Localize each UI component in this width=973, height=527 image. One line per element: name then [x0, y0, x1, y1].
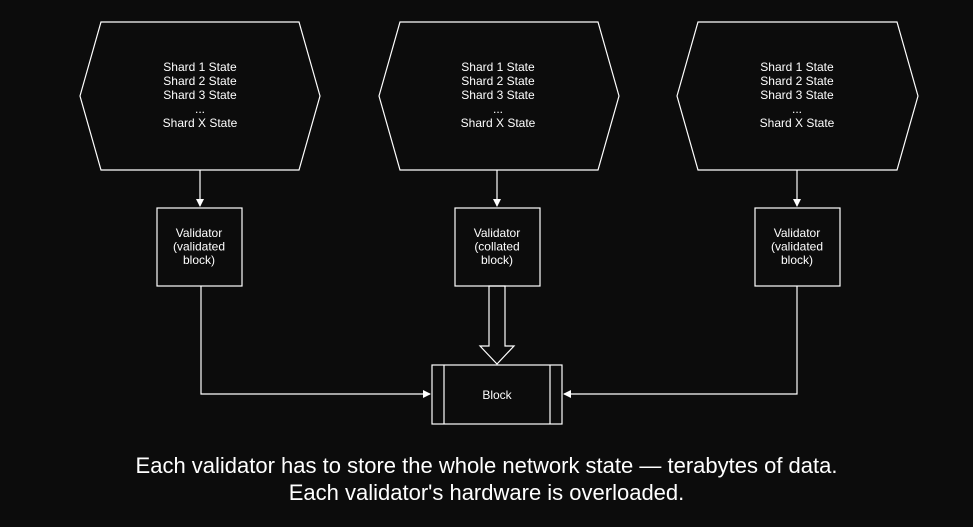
- validator-label-line-2: (collated: [474, 240, 519, 254]
- shard-state-label-line-2: Shard 2 State: [163, 74, 237, 88]
- shard-state-label-line-3: Shard 3 State: [163, 88, 237, 102]
- validator-to-block-connector-right: [563, 286, 798, 398]
- state-hexagon: [79, 21, 321, 171]
- shard-state-label-line-4: ...: [792, 102, 802, 116]
- caption-line-2: Each validator's hardware is overloaded.: [288, 480, 685, 505]
- shard-state-label-line-1: Shard 1 State: [163, 60, 237, 74]
- validator-to-block-connector-left: [200, 286, 431, 398]
- shard-state-label-line-1: Shard 1 State: [461, 60, 535, 74]
- shard-state-label-line-5: Shard X State: [461, 116, 536, 130]
- validator-label-line-1: Validator: [774, 226, 820, 240]
- validator-label-line-3: block): [183, 253, 215, 267]
- collated-block-arrow: [478, 285, 516, 365]
- caption-line-1: Each validator has to store the whole ne…: [135, 453, 838, 478]
- validator-label-line-1: Validator: [474, 226, 520, 240]
- shard-state-label-line-2: Shard 2 State: [760, 74, 834, 88]
- block-box: Block: [431, 364, 563, 425]
- validator-label-line-2: (validated: [173, 240, 225, 254]
- shard-state-label-line-5: Shard X State: [163, 116, 238, 130]
- validator-rect: [156, 207, 243, 287]
- shard-state-label-line-4: ...: [195, 102, 205, 116]
- shard-state-label-line-3: Shard 3 State: [760, 88, 834, 102]
- validator-label-line-3: block): [481, 253, 513, 267]
- state-hexagon: [676, 21, 919, 171]
- shard-state-label-line-4: ...: [493, 102, 503, 116]
- shard-state-label-line-2: Shard 2 State: [461, 74, 535, 88]
- block-label: Block: [482, 388, 512, 402]
- shard-state-label-line-1: Shard 1 State: [760, 60, 834, 74]
- shard-state-label-line-3: Shard 3 State: [461, 88, 535, 102]
- state-hexagon: [378, 21, 620, 171]
- shard-state-label-line-5: Shard X State: [760, 116, 835, 130]
- validator-label-line-3: block): [781, 253, 813, 267]
- validator-label-line-1: Validator: [176, 226, 222, 240]
- validator-label-line-2: (validated: [771, 240, 823, 254]
- block-rect: [431, 364, 563, 425]
